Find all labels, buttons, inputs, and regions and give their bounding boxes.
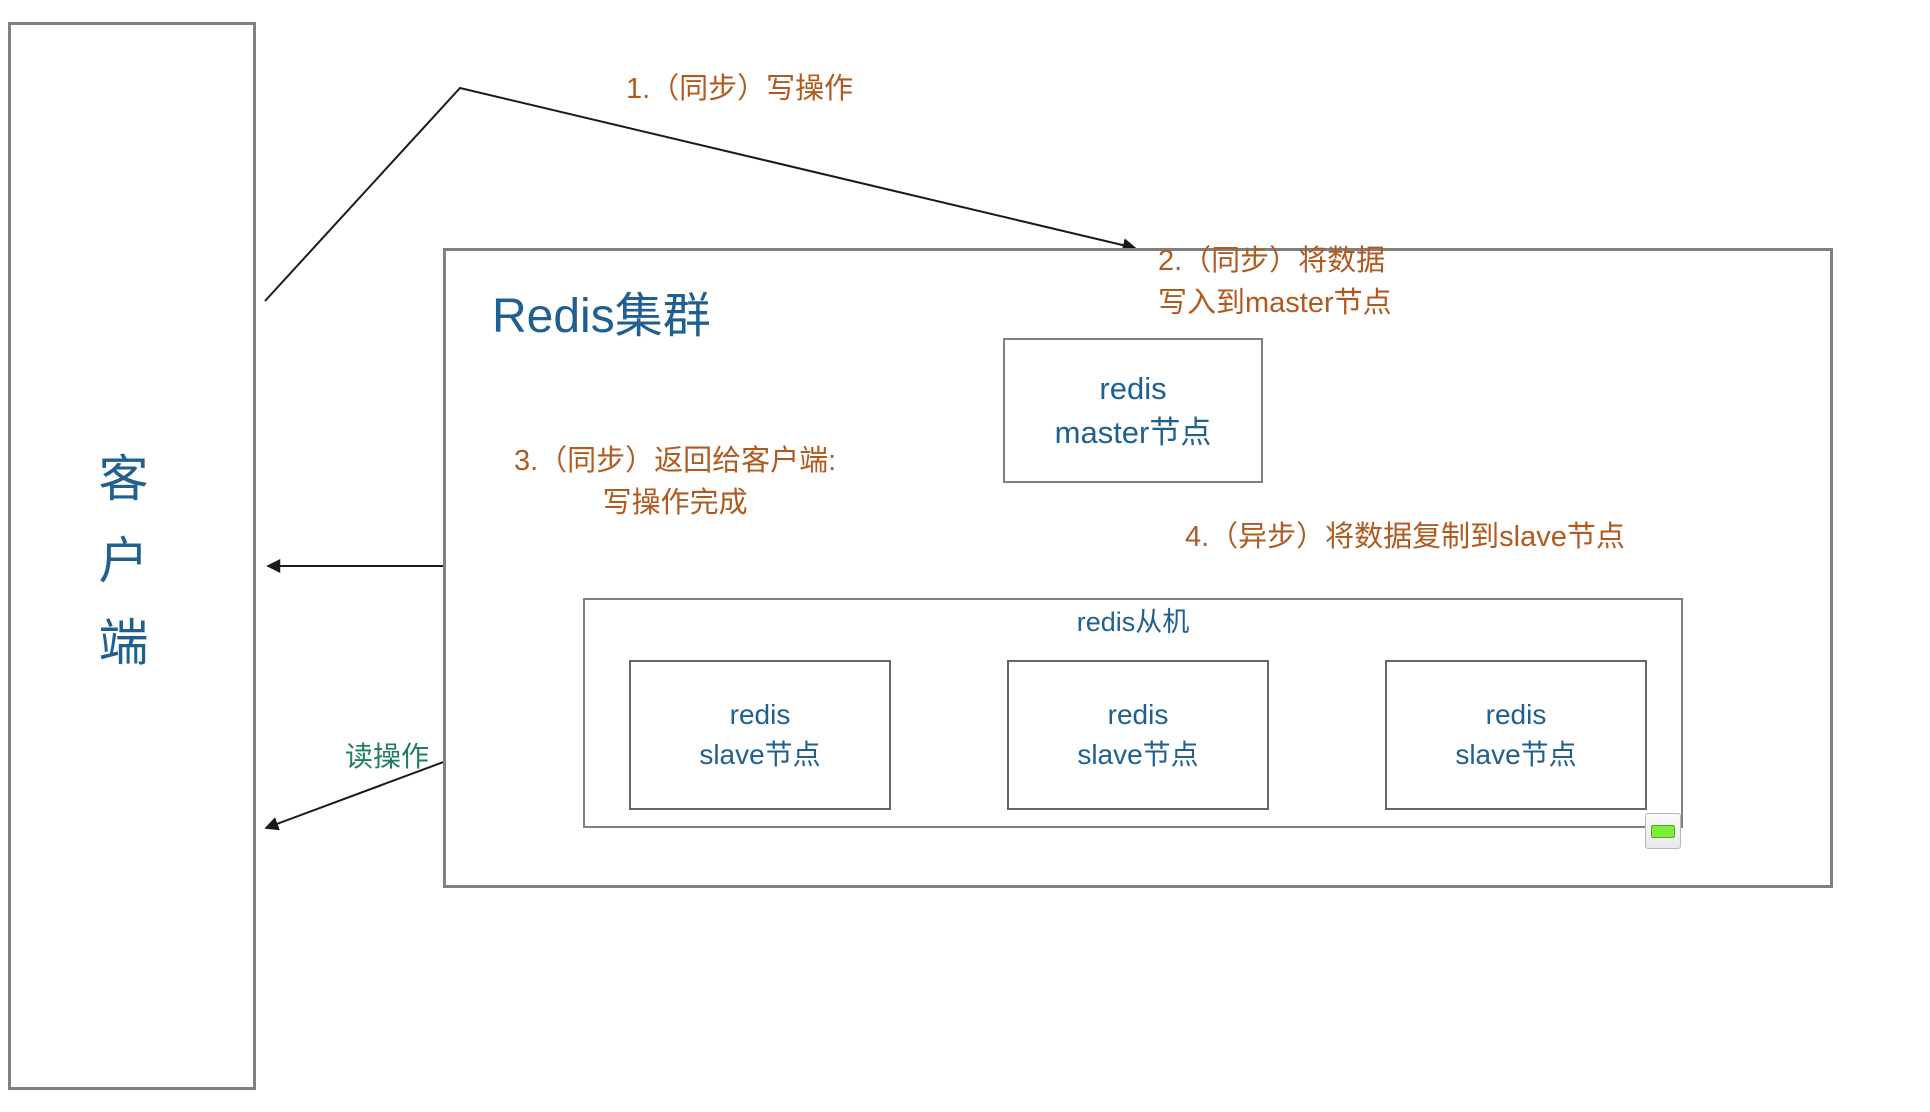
slave-node-line-1: redis bbox=[729, 699, 791, 730]
redis-slave-node-box[interactable]: redis slave节点 bbox=[1385, 660, 1647, 810]
slave-node-line-2: slave节点 bbox=[1455, 739, 1577, 770]
annotation-step-1-line-1: 1.（同步）写操作 bbox=[626, 73, 854, 105]
annotation-step-3-line-2: 写操作完成 bbox=[602, 487, 748, 519]
redis-master-node-box[interactable]: redis master节点 bbox=[1003, 338, 1263, 483]
client-label-char-2: 户 bbox=[98, 533, 150, 589]
annotation-step-2-line-2: 写入到master节点 bbox=[1158, 287, 1392, 319]
annotation-step-2: 2.（同步）将数据 写入到master节点 bbox=[1158, 240, 1392, 324]
read-operation-label: 读操作 bbox=[345, 741, 430, 772]
slave-node-line-2: slave节点 bbox=[1077, 739, 1199, 770]
master-node-text: redis master节点 bbox=[1055, 367, 1212, 455]
annotation-step-4-line-1: 4.（异步）将数据复制到slave节点 bbox=[1185, 521, 1625, 553]
resize-handle-icon[interactable] bbox=[1645, 813, 1681, 849]
slaves-group-title: redis从机 bbox=[1076, 607, 1190, 637]
slave-node-line-1: redis bbox=[1107, 699, 1169, 730]
slave-node-line-1: redis bbox=[1485, 699, 1547, 730]
annotation-step-1: 1.（同步）写操作 bbox=[626, 68, 853, 110]
slave-node-text: redis slave节点 bbox=[1455, 695, 1576, 775]
redis-slave-node-box[interactable]: redis slave节点 bbox=[629, 660, 891, 810]
client-label-char-3: 端 bbox=[98, 615, 150, 671]
client-label: 客 户 端 bbox=[0, 438, 248, 684]
annotation-step-3: 3.（同步）返回给客户端: 写操作完成 bbox=[514, 440, 836, 524]
annotation-step-2-line-1: 2.（同步）将数据 bbox=[1158, 245, 1386, 277]
slave-node-line-2: slave节点 bbox=[699, 739, 821, 770]
resize-handle-bar bbox=[1651, 824, 1675, 838]
master-node-line-2: master节点 bbox=[1054, 414, 1212, 450]
slave-node-text: redis slave节点 bbox=[699, 695, 820, 775]
annotation-step-4: 4.（异步）将数据复制到slave节点 bbox=[1185, 516, 1625, 558]
annotation-step-3-line-1: 3.（同步）返回给客户端: bbox=[514, 445, 837, 477]
cluster-title: Redis集群 bbox=[492, 290, 711, 343]
slave-node-text: redis slave节点 bbox=[1077, 695, 1198, 775]
client-box[interactable] bbox=[8, 22, 256, 1090]
client-label-char-1: 客 bbox=[98, 451, 150, 507]
redis-slave-node-box[interactable]: redis slave节点 bbox=[1007, 660, 1269, 810]
master-node-line-1: redis bbox=[1099, 370, 1167, 406]
